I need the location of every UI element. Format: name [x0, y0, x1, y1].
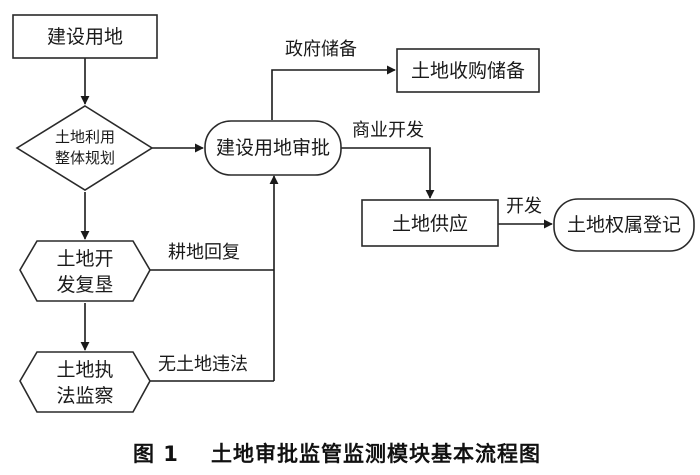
node-registration-label: 土地权属登记 — [567, 214, 681, 236]
node-law-enforcement-label-1: 土地执 — [56, 359, 113, 381]
edge-label-government-reserve: 政府储备 — [285, 39, 357, 60]
node-supply: 土地供应 — [361, 199, 499, 247]
node-approval: 建设用地审批 — [204, 120, 342, 176]
node-land-use: 建设用地 — [12, 14, 158, 59]
node-approval-label: 建设用地审批 — [216, 137, 330, 159]
node-dev-reclaim-label-2: 发复垦 — [56, 274, 113, 296]
figure-caption-title: 土地审批监管监测模块基本流程图 — [211, 442, 541, 466]
edge-label-farmland-restore: 耕地回复 — [168, 242, 240, 263]
node-supply-label: 土地供应 — [392, 213, 468, 235]
node-law-enforcement: 土地执 法监察 — [19, 351, 151, 413]
node-law-enforcement-label-2: 法监察 — [56, 385, 113, 407]
node-land-use-label: 建设用地 — [47, 26, 123, 48]
edge-approval-to-supply — [340, 147, 435, 199]
node-dev-reclaim: 土地开 发复垦 — [19, 240, 151, 302]
edge-approval-to-reserve — [271, 65, 396, 120]
node-dev-reclaim-label-1: 土地开 — [56, 248, 113, 270]
edge-label-commercial-dev: 商业开发 — [352, 120, 424, 141]
node-acquisition-reserve: 土地收购储备 — [396, 48, 540, 93]
edge-label-no-violation: 无土地违法 — [158, 354, 248, 375]
edge-label-development: 开发 — [506, 196, 542, 217]
node-overall-plan-label-2: 整体规划 — [55, 149, 115, 167]
node-overall-plan: 土地利用 整体规划 — [15, 105, 154, 191]
node-registration: 土地权属登记 — [553, 198, 695, 252]
figure-caption-label: 图 1 — [133, 442, 179, 466]
node-acquisition-reserve-label: 土地收购储备 — [411, 60, 525, 82]
node-overall-plan-label-1: 土地利用 — [55, 128, 115, 146]
